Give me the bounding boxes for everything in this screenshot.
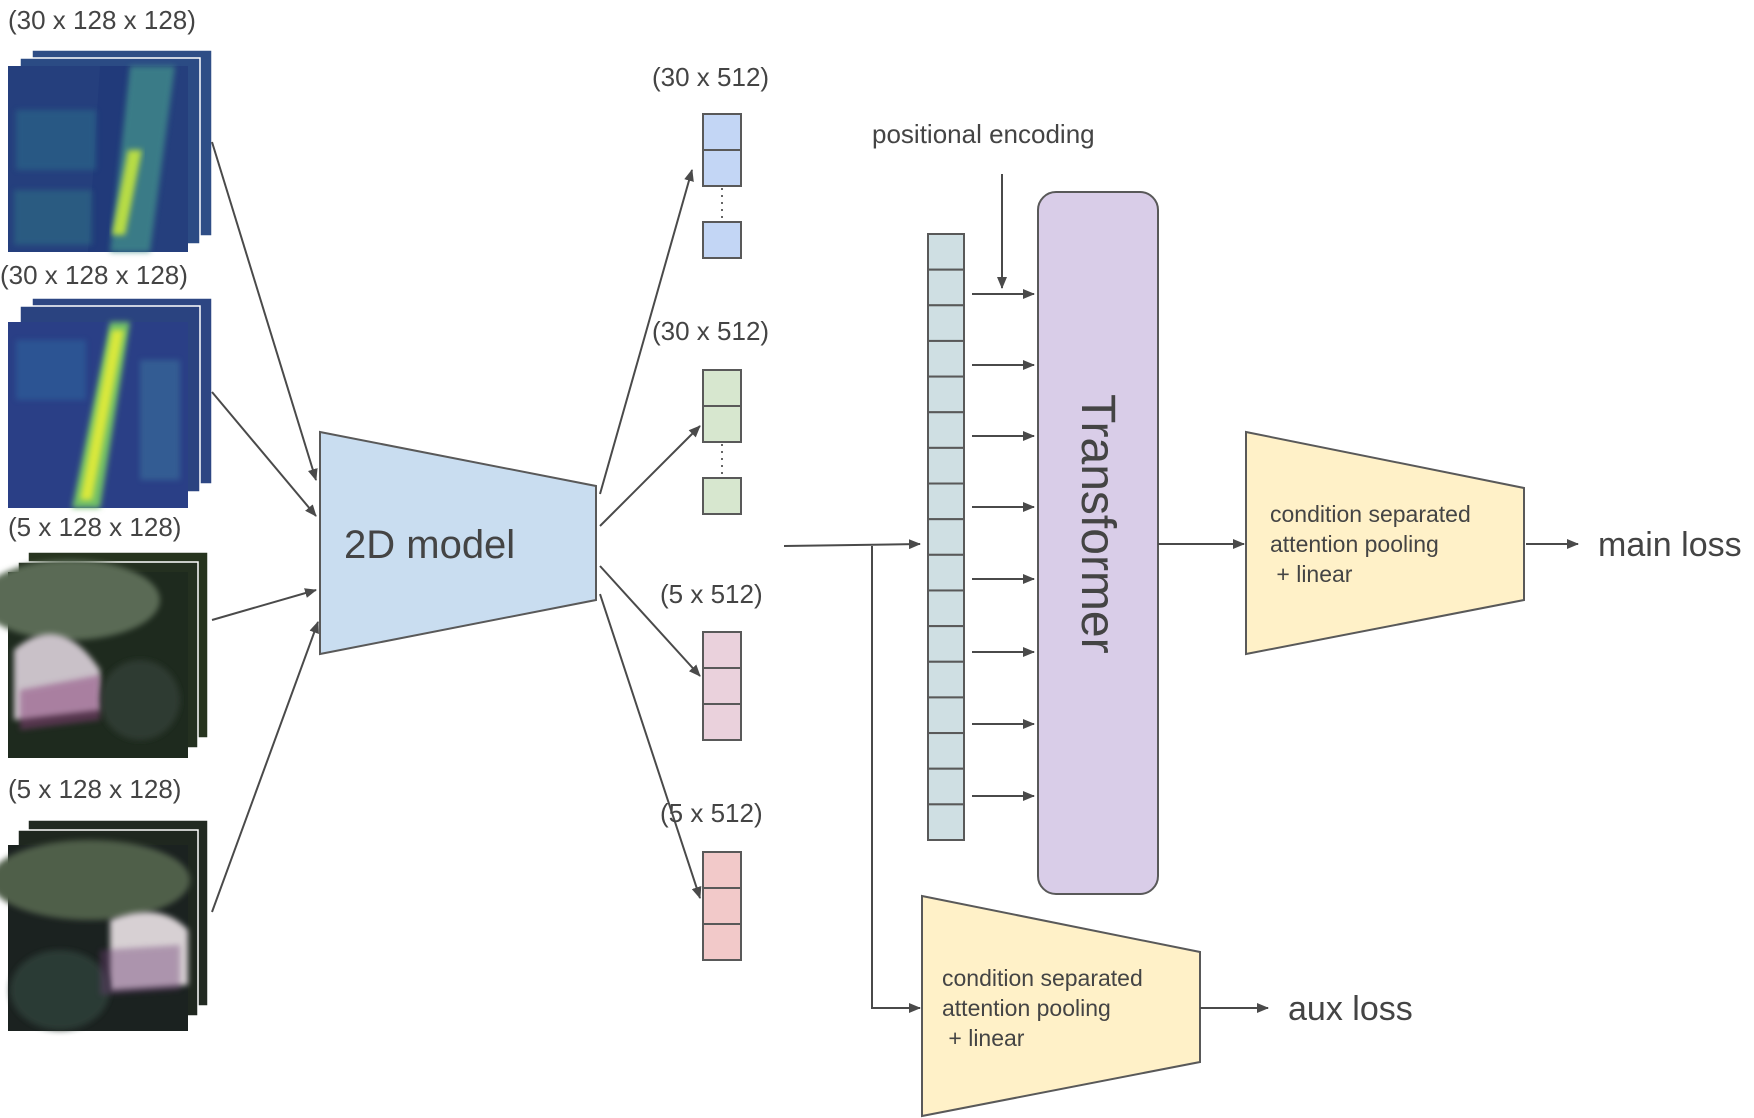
input-image-stack [0, 551, 209, 758]
aux-head-line-1: condition separated [942, 965, 1143, 991]
aux-loss-label: aux loss [1288, 990, 1413, 1028]
arrow [211, 141, 318, 481]
sequence-cell [927, 268, 965, 307]
token-sequence [927, 233, 965, 841]
input-shape-label: (5 x 128 x 128) [8, 774, 181, 804]
feature-cell [702, 369, 742, 407]
transformer-label: Transformer [1071, 394, 1124, 654]
aux-head-line-3: + linear [942, 1025, 1025, 1051]
feature-vector-1: (30 x 512) [652, 62, 769, 259]
sequence-cell [927, 446, 965, 485]
feature-cell [702, 703, 742, 741]
model-block: 2D model [319, 430, 597, 656]
input-image-axial-2 [0, 840, 190, 1031]
input-shape-label: (30 x 128 x 128) [8, 5, 196, 35]
sequence-cell [927, 553, 965, 592]
sequence-cell [927, 518, 965, 556]
main-head-line-1: condition separated [1270, 501, 1471, 527]
feature-vector-4: (5 x 512) [660, 798, 763, 961]
feature-shape-label: (30 x 512) [652, 316, 769, 346]
sequence-cell [927, 233, 965, 271]
aux-head-trapezoid [921, 894, 1201, 1118]
input-stack-1: (30 x 128 x 128) [8, 5, 213, 252]
feature-cell [702, 887, 742, 925]
feature-cell [702, 851, 742, 889]
sequence-cell [927, 660, 965, 699]
feature-cell [702, 477, 742, 515]
model-trapezoid [319, 430, 597, 656]
input-to-model-arrows [211, 141, 319, 913]
feature-shape-label: (5 x 512) [660, 579, 763, 609]
feature-shape-label: (30 x 512) [652, 62, 769, 92]
feature-vector-3: (5 x 512) [660, 579, 763, 741]
arrow-to-aux-head [871, 546, 921, 1013]
sequence-cell [927, 411, 965, 449]
sequence-cell [927, 803, 965, 841]
sequence-cell [927, 304, 965, 342]
sequence-cell [927, 482, 965, 521]
feature-vector-2: (30 x 512) [652, 316, 769, 515]
input-stack-2: (30 x 128 x 128) [0, 260, 213, 508]
feature-cell [702, 667, 742, 705]
sequence-cell [927, 732, 965, 770]
arrow [211, 588, 317, 621]
sequence-cell [927, 339, 965, 378]
arrow [599, 425, 701, 527]
input-stack-4: (5 x 128 x 128) [0, 774, 209, 1031]
feature-cell [702, 631, 742, 669]
feature-cell [702, 221, 742, 259]
main-head-trapezoid [1245, 430, 1525, 656]
model-label: 2D model [344, 523, 515, 567]
sequence-cell [927, 767, 965, 806]
sequence-cell [927, 625, 965, 663]
input-image-stack [8, 49, 213, 252]
input-stack-3: (5 x 128 x 128) [0, 512, 209, 758]
arrow [599, 169, 694, 495]
concat-arrows [783, 539, 921, 1013]
feature-cell [702, 113, 742, 151]
input-image-axial-1 [0, 560, 188, 758]
input-shape-label: (30 x 128 x 128) [0, 260, 188, 290]
feature-cell [702, 149, 742, 187]
main-head-line-2: attention pooling [1270, 531, 1439, 557]
positional-encoding: positional encoding [872, 119, 1095, 289]
arrow-to-sequence [783, 539, 921, 550]
sequence-cell [927, 696, 965, 735]
aux-head-line-2: attention pooling [942, 995, 1111, 1021]
sequence-to-transformer-arrows [972, 289, 1035, 801]
feature-shape-label: (5 x 512) [660, 798, 763, 828]
input-image-stack [8, 297, 213, 508]
arrow [211, 621, 319, 913]
model-to-feature-arrows [599, 169, 702, 899]
feature-cell [702, 923, 742, 961]
input-shape-label: (5 x 128 x 128) [8, 512, 181, 542]
transformer-block: Transformer [1037, 191, 1159, 895]
positional-encoding-label: positional encoding [872, 119, 1095, 149]
arrow [599, 565, 701, 677]
sequence-cell [927, 589, 965, 628]
feature-cell [702, 405, 742, 443]
input-image-sagittal-2 [8, 322, 188, 508]
input-image-stack [0, 819, 209, 1031]
arrow [599, 593, 702, 899]
sequence-cell [927, 375, 965, 414]
input-image-sagittal-1 [8, 66, 188, 252]
main-loss-label: main loss [1598, 526, 1742, 564]
main-head-line-3: + linear [1270, 561, 1353, 587]
main-head-block: condition separated attention pooling + … [1245, 430, 1525, 656]
aux-head-block: condition separated attention pooling + … [921, 894, 1201, 1118]
arrow [211, 391, 317, 517]
